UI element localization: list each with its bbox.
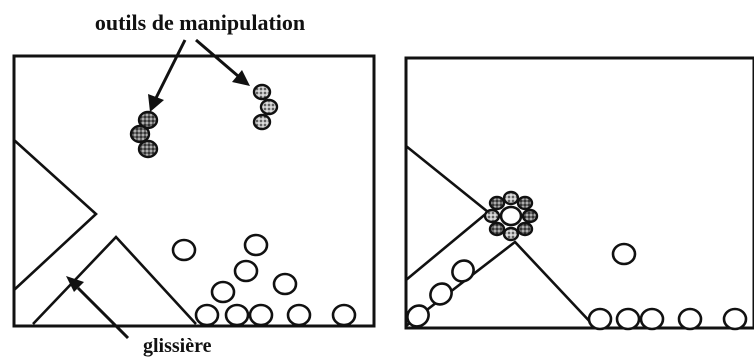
right-panel [404, 56, 754, 331]
tools-label: outils de manipulation [95, 10, 305, 35]
gripper-tool-dark [129, 110, 159, 159]
lower-chute-wall [32, 235, 197, 325]
upper-incline-wall [405, 144, 489, 214]
right-balls [587, 242, 748, 331]
right-frame [404, 56, 754, 330]
tools-arrows [148, 38, 250, 112]
chute-arrow [66, 276, 130, 340]
left-panel [12, 54, 376, 340]
chute-label: glissière [143, 335, 212, 357]
left-frame [12, 54, 376, 328]
gripper-holding-ball [483, 190, 539, 242]
chute-balls [406, 259, 475, 328]
gripper-tool-light [252, 83, 279, 131]
upper-chute-wall [13, 139, 98, 291]
left-balls [171, 233, 357, 327]
lower-incline-wall [405, 240, 595, 328]
incline-inner-wall [405, 210, 489, 282]
